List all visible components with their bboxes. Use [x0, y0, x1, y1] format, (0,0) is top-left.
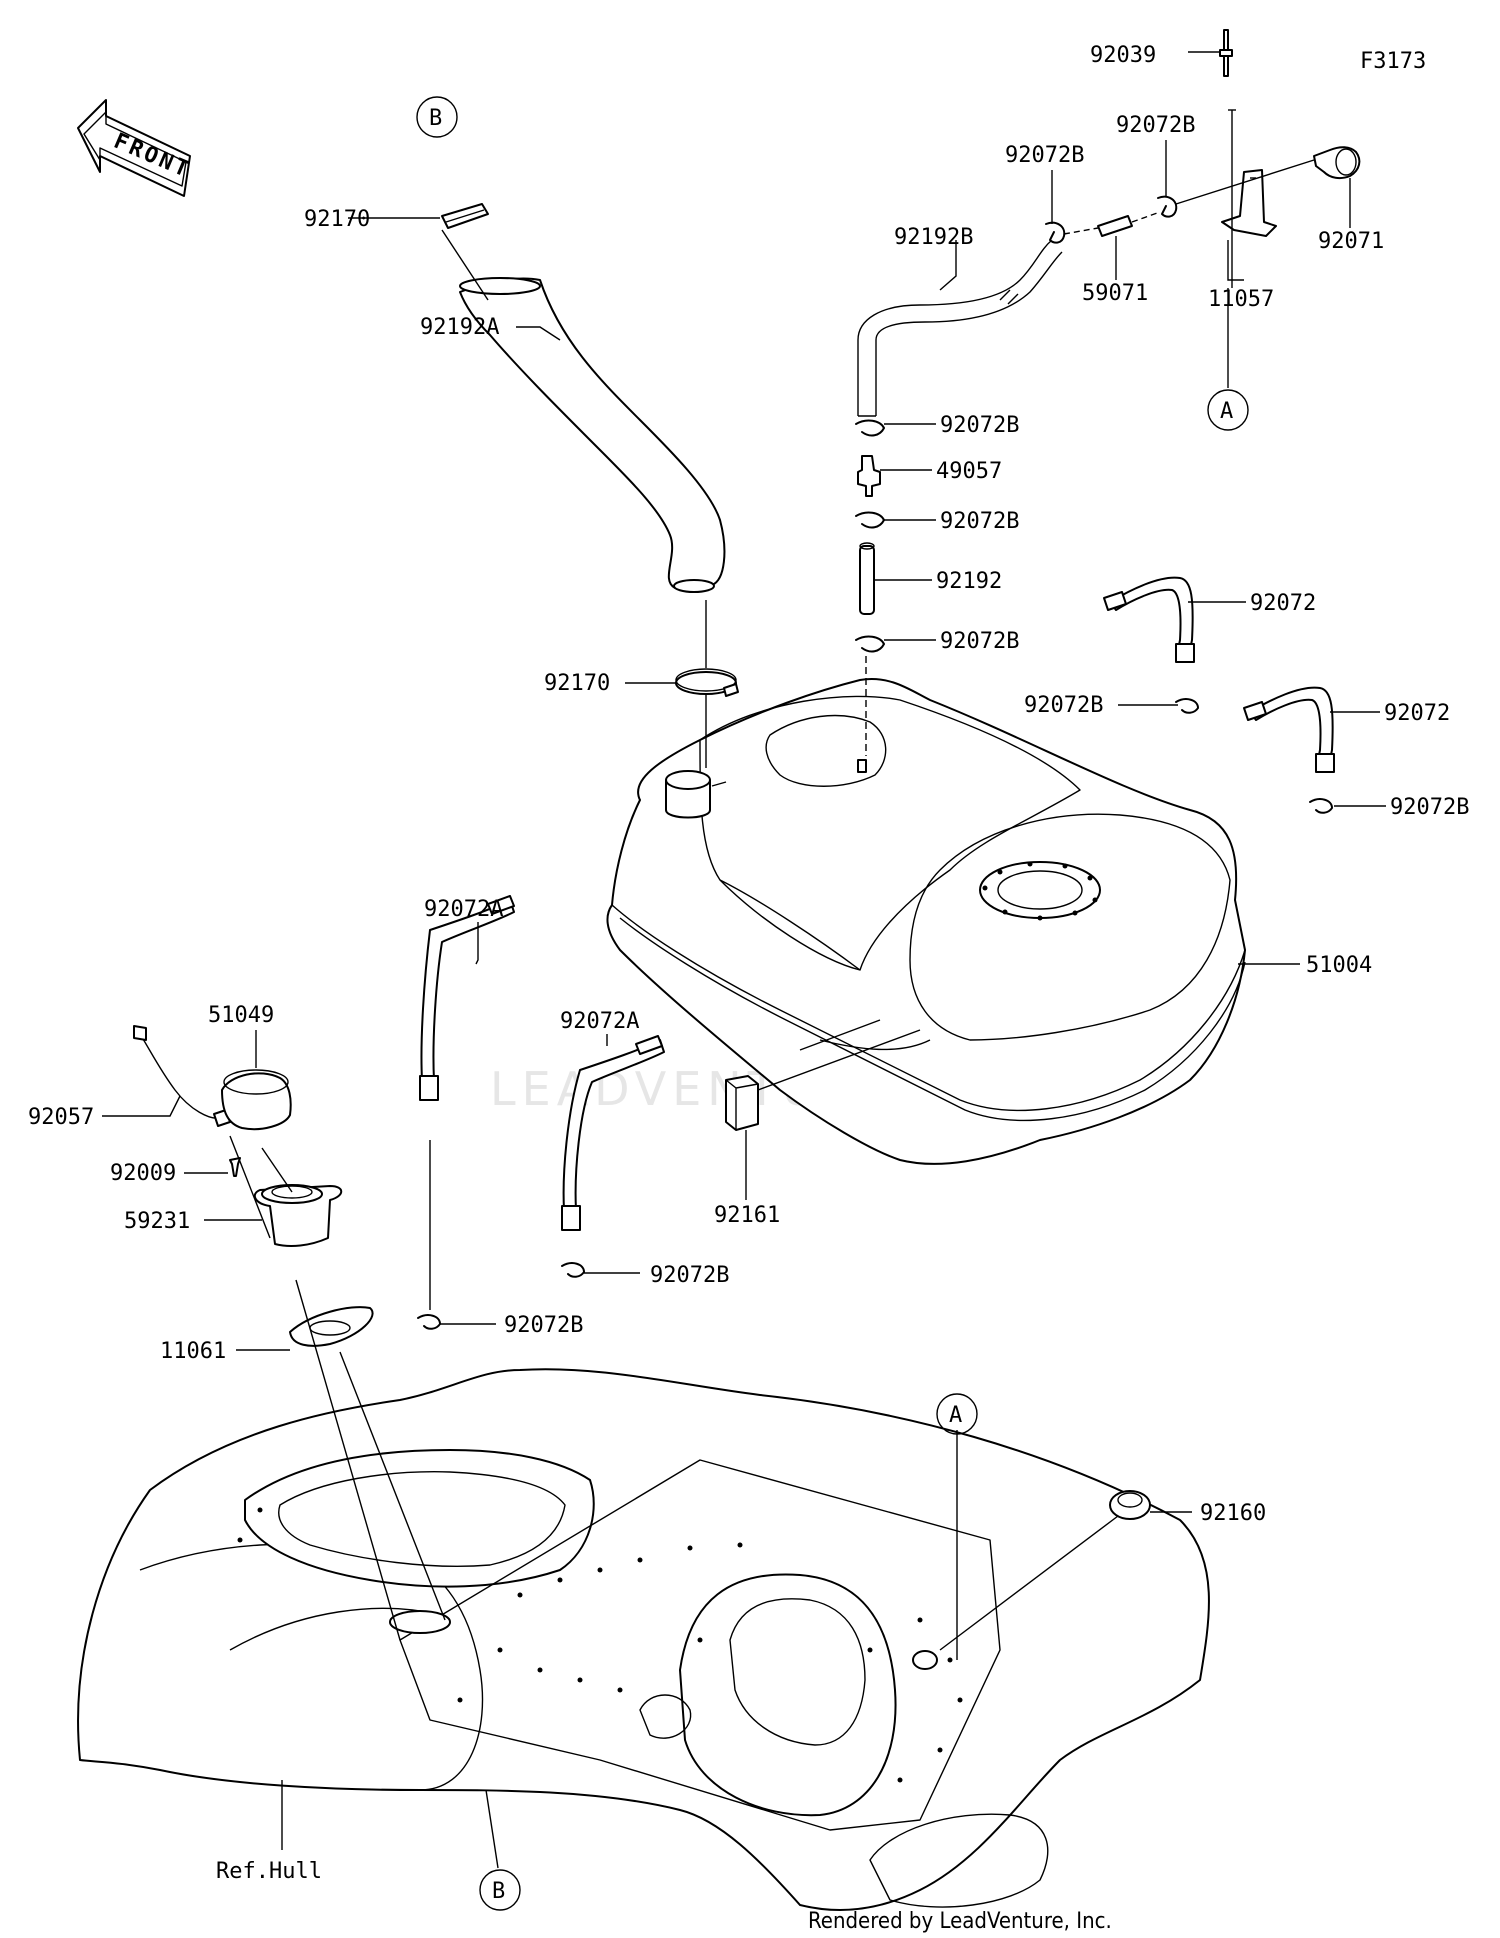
strap-92072A-2: [561, 1035, 665, 1231]
clip-92072B-3: [855, 419, 885, 437]
clip-92072B-7: [1309, 798, 1333, 814]
label-92039: 92039: [1090, 43, 1156, 68]
pad-92161: [725, 1075, 759, 1131]
label-92160: 92160: [1200, 1501, 1266, 1526]
ref-hull-label: Ref.Hull: [216, 1859, 322, 1884]
callout-a-top: A: [1207, 389, 1249, 431]
label-92071: 92071: [1318, 229, 1384, 254]
label-92072B-4: 92072B: [940, 509, 1019, 534]
label-92170-top: 92170: [304, 207, 370, 232]
tube-92192: [859, 542, 875, 615]
label-92072B-5: 92072B: [940, 629, 1019, 654]
label-92072B-7: 92072B: [1390, 795, 1469, 820]
label-92072B-8: 92072B: [650, 1263, 729, 1288]
screw-92009: [229, 1157, 241, 1177]
label-51049: 51049: [208, 1003, 274, 1028]
label-92072B-1: 92072B: [1005, 143, 1084, 168]
strap-92072-1: [1103, 576, 1195, 663]
label-92072B-6: 92072B: [1024, 693, 1103, 718]
clip-92072B-5: [855, 635, 885, 653]
clamp-92170-bottom: [675, 668, 739, 697]
callout-b-top-label: B: [429, 106, 442, 131]
label-92192: 92192: [936, 569, 1002, 594]
label-92072B-9: 92072B: [504, 1313, 583, 1338]
label-92072A-2: 92072A: [560, 1009, 639, 1034]
figure-code: F3173: [1360, 49, 1426, 74]
label-92192B: 92192B: [894, 225, 973, 250]
label-51004: 51004: [1306, 953, 1372, 978]
footer-credit: Rendered by LeadVenture, Inc.: [808, 1909, 1112, 1934]
label-92072B-2: 92072B: [1116, 113, 1195, 138]
clip-92072B-8: [561, 1262, 585, 1278]
hose-92192A: [459, 277, 726, 593]
part-labels: 92039 92072B 92072B 92071 92192B 59071 1…: [28, 43, 1469, 1526]
pin-92039: [1219, 29, 1233, 77]
clip-92170-top: [441, 203, 489, 229]
label-92170-bottom: 92170: [544, 671, 610, 696]
clip-92072B-9: [417, 1314, 441, 1330]
label-59071: 59071: [1082, 281, 1148, 306]
clip-92072B-2: [1157, 195, 1178, 218]
callout-a-bottom: A: [936, 1393, 978, 1435]
strap-92072-2: [1243, 686, 1335, 773]
filler-neck-59231: [253, 1184, 343, 1247]
label-11061: 11061: [160, 1339, 226, 1364]
label-92072-2: 92072: [1384, 701, 1450, 726]
front-arrow-icon: FRONT: [77, 99, 195, 197]
leader-lines: [102, 51, 1386, 1850]
label-92009: 92009: [110, 1161, 176, 1186]
wire-92057: [133, 1025, 231, 1127]
clip-92072B-1: [1045, 221, 1066, 244]
label-92072-1: 92072: [1250, 591, 1316, 616]
callout-a-bottom-label: A: [949, 1403, 962, 1428]
clip-92072B-4: [855, 511, 885, 529]
callout-b-bottom-label: B: [492, 1879, 505, 1904]
fuel-tank-51004: [606, 678, 1246, 1165]
strap-92072A-1: [419, 895, 515, 1101]
label-92072A-1: 92072A: [424, 897, 503, 922]
label-92057: 92057: [28, 1105, 94, 1130]
label-92072B-3: 92072B: [940, 413, 1019, 438]
callout-b-top: B: [416, 96, 458, 138]
callout-b-bottom: B: [479, 1869, 521, 1911]
label-59231: 59231: [124, 1209, 190, 1234]
hose-92192B: [857, 239, 1063, 417]
hull-drawing: [77, 1368, 1210, 1911]
cap-92071: [1313, 146, 1361, 180]
label-11057: 11057: [1208, 287, 1274, 312]
label-92161: 92161: [714, 1203, 780, 1228]
label-49057: 49057: [936, 459, 1002, 484]
joint-59071: [1097, 215, 1133, 237]
connector-49057: [857, 455, 881, 497]
grommet-92160: [1109, 1490, 1151, 1520]
label-92192A: 92192A: [420, 315, 499, 340]
cap-51049: [221, 1069, 292, 1131]
bracket-11057: [1221, 169, 1277, 237]
callout-a-top-label: A: [1220, 399, 1233, 424]
gasket-11061: [289, 1306, 374, 1347]
clip-92072B-6: [1175, 698, 1199, 714]
